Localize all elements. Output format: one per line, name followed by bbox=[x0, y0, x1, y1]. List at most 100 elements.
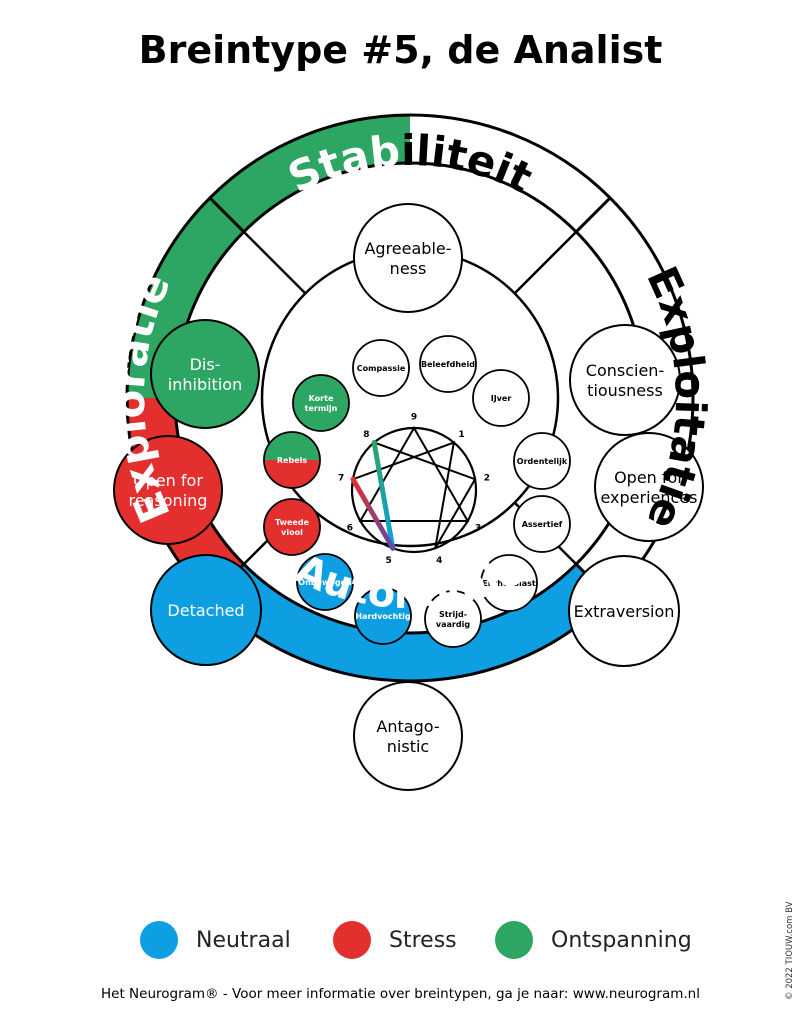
trait-label: Detached bbox=[167, 601, 244, 620]
ring-outer-border bbox=[125, 113, 695, 683]
trait-ordentelijk: Ordentelijk bbox=[513, 432, 571, 490]
trait-circle bbox=[354, 587, 412, 645]
trait-circle bbox=[150, 319, 260, 429]
trait-antagonistic: Antago-nistic bbox=[353, 681, 463, 791]
trait-label: Strijd- bbox=[439, 610, 467, 619]
trait-label: Hardvochtig bbox=[355, 612, 410, 621]
trait-circle bbox=[352, 339, 410, 397]
trait-label: Tweede bbox=[275, 518, 310, 527]
trait-label: Conscien- bbox=[586, 361, 664, 380]
ring-divider bbox=[575, 196, 612, 233]
trait-circle bbox=[472, 369, 530, 427]
trait-label: termijn bbox=[305, 404, 338, 413]
trait-circle-bottom bbox=[264, 460, 320, 488]
trait-circle bbox=[513, 495, 571, 553]
trait-detached: Detached bbox=[150, 554, 262, 666]
trait-label: Beleefdheid bbox=[421, 360, 475, 369]
enneagram-number: 3 bbox=[475, 524, 481, 534]
trait-circle-top bbox=[264, 432, 320, 460]
ring-segment-left-upper bbox=[127, 197, 244, 398]
trait-label: Enthousiast bbox=[482, 579, 536, 588]
trait-hardvochtig: Hardvochtig bbox=[354, 587, 412, 645]
enneagram-number: 4 bbox=[436, 556, 442, 566]
legend-swatch-relax bbox=[495, 921, 533, 959]
trait-circle bbox=[292, 374, 350, 432]
legend-label-relax: Ontspanning bbox=[551, 927, 692, 953]
trait-label: experiences bbox=[600, 488, 697, 507]
trait-label: Extraversion bbox=[574, 602, 675, 621]
trait-enthousiast: Enthousiast bbox=[480, 554, 538, 612]
legend-item-neutral: Neutraal bbox=[140, 920, 291, 960]
trait-label: reasoning bbox=[129, 491, 208, 510]
enneagram-number: 2 bbox=[484, 474, 490, 484]
trait-label: Assertief bbox=[522, 520, 563, 529]
trait-label: Open for bbox=[133, 471, 203, 490]
ring-segment-top-left bbox=[209, 115, 410, 232]
trait-label: nistic bbox=[387, 737, 429, 756]
trait-circle bbox=[353, 681, 463, 791]
ring-divider bbox=[208, 196, 245, 233]
trait-label: Dis- bbox=[190, 355, 221, 374]
trait-label: Ordentelijk bbox=[517, 457, 568, 466]
trait-circle bbox=[419, 335, 477, 393]
trait-circle-border bbox=[263, 431, 321, 489]
trait-label: tiousness bbox=[587, 381, 663, 400]
trait-circle bbox=[296, 553, 354, 611]
trait-compassie: Compassie bbox=[352, 339, 410, 397]
trait-ijver: IJver bbox=[472, 369, 530, 427]
trait-circle bbox=[353, 203, 463, 313]
stress-line bbox=[350, 476, 396, 551]
trait-circle bbox=[150, 554, 262, 666]
enneagram-number: 8 bbox=[363, 430, 369, 440]
trait-circle bbox=[594, 432, 704, 542]
trait-rebels: Rebels bbox=[263, 431, 321, 489]
legend: Neutraal Stress Ontspanning bbox=[0, 920, 801, 964]
trait-label: viool bbox=[281, 528, 303, 537]
wheel-divider bbox=[513, 230, 578, 295]
enneagram-number: 5 bbox=[386, 556, 392, 566]
trait-extraversion: Extraversion bbox=[568, 555, 680, 667]
relax-line bbox=[371, 440, 396, 551]
legend-swatch-stress bbox=[333, 921, 371, 959]
legend-label-neutral: Neutraal bbox=[196, 927, 291, 953]
trait-label: inhibition bbox=[168, 375, 242, 394]
trait-circle bbox=[569, 324, 681, 436]
trait-label: ness bbox=[390, 259, 427, 278]
copyright-text: © 2022 TIOUW.com BV bbox=[785, 901, 795, 1000]
trait-label: Agreeable- bbox=[364, 239, 451, 258]
wheel-divider bbox=[242, 230, 307, 295]
trait-label: Open for bbox=[614, 468, 684, 487]
enneagram-triangle bbox=[358, 425, 470, 522]
wheel bbox=[242, 230, 578, 566]
legend-item-relax: Ontspanning bbox=[495, 920, 692, 960]
trait-label: Onbewogen bbox=[298, 578, 352, 587]
legend-swatch-neutral bbox=[140, 921, 178, 959]
ring-segment-bottom bbox=[209, 564, 611, 681]
trait-label: Rebels bbox=[277, 456, 307, 465]
trait-assertief: Assertief bbox=[513, 495, 571, 553]
legend-item-stress: Stress bbox=[333, 920, 457, 960]
trait-label: Compassie bbox=[357, 364, 406, 373]
trait-circle bbox=[424, 590, 482, 648]
trait-circle bbox=[263, 498, 321, 556]
trait-label: vaardig bbox=[436, 620, 470, 629]
enneagram-number: 9 bbox=[411, 413, 417, 423]
trait-beleefdheid: Beleefdheid bbox=[419, 335, 477, 393]
enneagram-number: 1 bbox=[458, 430, 464, 440]
trait-conscientiousness: Conscien-tiousness bbox=[569, 324, 681, 436]
enneagram-number: 6 bbox=[347, 524, 353, 534]
trait-circle bbox=[513, 432, 571, 490]
trait-circle bbox=[568, 555, 680, 667]
trait-onbewogen: Onbewogen bbox=[296, 553, 354, 611]
page-title: Breintype #5, de Analist bbox=[138, 28, 663, 72]
trait-agreeableness: Agreeable-ness bbox=[353, 203, 463, 313]
trait-disinhibition: Dis-inhibition bbox=[150, 319, 260, 429]
trait-circle bbox=[480, 554, 538, 612]
trait-strijdvaardig: Strijd-vaardig bbox=[424, 590, 482, 648]
footer-text: Het Neurogram® - Voor meer informatie ov… bbox=[101, 986, 700, 1002]
